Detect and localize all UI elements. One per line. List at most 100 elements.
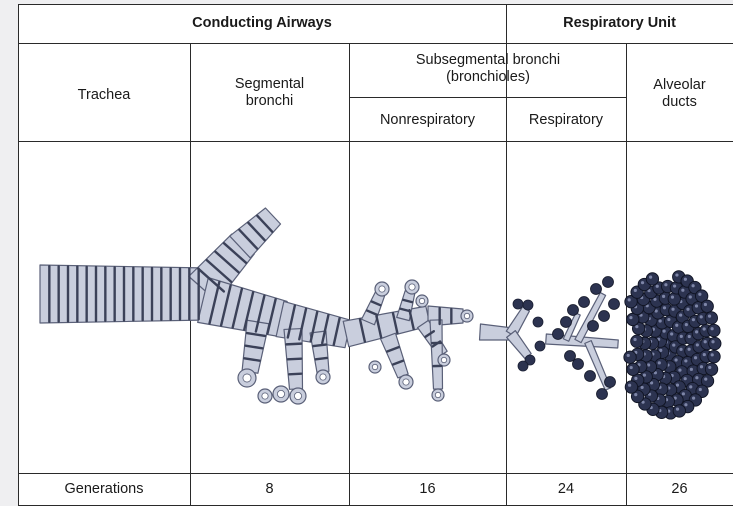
resp-bronchiole-down <box>507 331 532 359</box>
sac-alveolus-highlight-23 <box>679 313 682 316</box>
sac-alveolus-highlight-96 <box>692 284 695 287</box>
bronchiole-bud-f-lumen <box>464 313 469 318</box>
sac-alveolus-highlight-32 <box>647 363 650 366</box>
sac-alveolus-highlight-101 <box>711 340 714 343</box>
duct-alveolus-6 <box>599 311 610 322</box>
resp-alveolus-5 <box>535 341 545 351</box>
duct-alveolus-11 <box>565 351 576 362</box>
sac-alveolus-highlight-107 <box>684 403 687 406</box>
sac-alveolus-highlight-100 <box>710 327 713 330</box>
sac-alveolus-highlight-106 <box>692 397 695 400</box>
segmental-branch-b-ring <box>288 359 301 360</box>
sac-alveolus-88 <box>625 381 637 393</box>
sac-alveolus-highlight-79 <box>689 295 692 298</box>
sac-alveolus-highlight-77 <box>673 284 676 287</box>
sac-alveolus-highlight-88 <box>634 393 637 396</box>
duct-alveolus-0 <box>568 305 579 316</box>
segmental-branch-c-ring <box>313 345 326 347</box>
sac-alveolus-highlight-71 <box>629 316 632 319</box>
sac-alveolus-highlight-27 <box>684 359 687 362</box>
sac-alveolus-highlight-68 <box>634 377 637 380</box>
sac-alveolus-highlight-48 <box>643 374 646 377</box>
sac-alveolus-highlight-59 <box>700 365 703 368</box>
sac-alveolus-highlight-28 <box>678 369 681 372</box>
segmental-bud-e-lumen <box>262 393 268 399</box>
sac-alveolus-highlight-57 <box>671 296 674 299</box>
segmental-branch-b-ring <box>289 374 301 375</box>
bronchiole-bud-e-lumen <box>435 392 440 397</box>
duct-alveolus-3 <box>591 284 602 295</box>
sac-alveolus-highlight-51 <box>633 338 636 341</box>
sac-alveolus-highlight-82 <box>703 327 706 330</box>
sac-alveolus-highlight-93 <box>649 276 652 279</box>
segmental-bud-a-lumen <box>243 374 251 382</box>
sac-alveolus-highlight-37 <box>686 308 689 311</box>
sac-alveolus-highlight-75 <box>656 285 659 288</box>
sac-alveolus-highlight-25 <box>688 335 691 338</box>
bronchiole-bud-c-lumen <box>403 379 409 385</box>
sac-alveolus-highlight-15 <box>679 348 682 351</box>
sac-alveolus-highlight-78 <box>681 289 684 292</box>
airway-diagram-frame: Conducting Airways Respiratory Unit Trac… <box>18 4 733 506</box>
sac-alveolus-highlight-11 <box>659 319 662 322</box>
segmental-bud-c-lumen <box>294 392 301 399</box>
bronchiole-down-a <box>381 333 409 378</box>
sac-alveolus-highlight-41 <box>694 356 697 359</box>
sac-alveolus-highlight-52 <box>635 325 638 328</box>
bronchiole-bud-h-lumen <box>372 364 377 369</box>
sac-alveolus-highlight-89 <box>628 384 631 387</box>
sac-alveolus-highlight-16 <box>674 358 677 361</box>
resp-alveolus-3 <box>518 361 528 371</box>
duct-alveolus-12 <box>553 329 564 340</box>
sac-alveolus-highlight-97 <box>698 293 701 296</box>
sac-alveolus-highlight-76 <box>664 283 667 286</box>
sac-alveolus-highlight-80 <box>695 304 698 307</box>
resp-alveolus-0 <box>523 300 533 310</box>
sac-alveolus-98 <box>705 312 717 324</box>
duct-alveolus-4 <box>603 277 614 288</box>
duct-alveolus-9 <box>597 389 608 400</box>
sac-alveolus-highlight-42 <box>690 368 693 371</box>
sac-alveolus-highlight-70 <box>627 354 630 357</box>
sac-alveolus-highlight-95 <box>684 278 687 281</box>
duct-alveolus-10 <box>605 377 616 388</box>
sac-alveolus-highlight-62 <box>682 392 685 395</box>
sac-alveolus-highlight-56 <box>662 295 665 298</box>
sac-alveolus-107 <box>673 405 685 417</box>
sac-alveolus-highlight-44 <box>676 384 679 387</box>
sac-alveolus-highlight-39 <box>695 330 698 333</box>
sac-alveolus-92 <box>646 273 658 285</box>
segmental-bud-b-lumen <box>277 390 284 397</box>
sac-alveolus-highlight-18 <box>658 361 661 364</box>
resp-alveolus-2 <box>513 299 523 309</box>
bronchiole-bud-b-lumen <box>409 284 415 290</box>
bronchiole-bud-d-lumen <box>441 357 446 362</box>
sac-alveolus-97 <box>701 300 713 312</box>
sac-alveolus-99 <box>708 324 720 336</box>
sac-alveolus-highlight-105 <box>699 388 702 391</box>
resp-bronchiole-up <box>506 307 529 337</box>
duct-alveolus-13 <box>588 321 599 332</box>
sac-alveolus-highlight-6 <box>670 332 673 335</box>
segmental-branch-b-ring <box>286 344 301 345</box>
segmental-branch-c <box>310 331 329 373</box>
sac-alveolus-highlight-104 <box>704 378 707 381</box>
sac-alveolus-highlight-24 <box>685 323 688 326</box>
sac-alveolus-highlight-81 <box>700 315 703 318</box>
duct-alveolus-1 <box>561 317 572 328</box>
sac-alveolus-highlight-69 <box>630 366 633 369</box>
sac-alveolus-highlight-26 <box>688 348 691 351</box>
sac-alveolus-highlight-67 <box>641 386 644 389</box>
sac-alveolus-102 <box>705 363 717 375</box>
sac-alveolus-highlight-94 <box>675 273 678 276</box>
sac-alveolus-69 <box>624 351 636 363</box>
duct-alveolus-8 <box>585 371 596 382</box>
sac-alveolus-highlight-61 <box>689 385 692 388</box>
sac-alveolus-highlight-91 <box>634 289 637 292</box>
sac-alveolus-101 <box>708 350 720 362</box>
sac-alveolus-highlight-83 <box>704 340 707 343</box>
sac-alveolus-highlight-5 <box>663 330 666 333</box>
airway-illustration <box>18 4 733 506</box>
sac-alveolus-highlight-38 <box>692 318 695 321</box>
sac-alveolus-highlight-21 <box>663 306 666 309</box>
